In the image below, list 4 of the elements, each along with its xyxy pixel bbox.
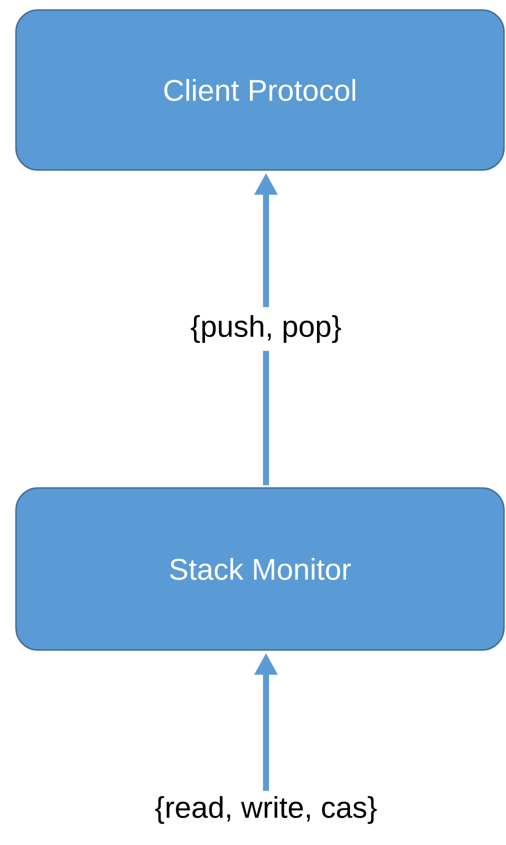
process-box: Stack Monitor xyxy=(15,487,505,651)
input-label: {read, write, cas} xyxy=(155,796,377,824)
process-box: Client Protocol xyxy=(15,9,505,171)
edge-label: {push, pop} xyxy=(182,307,350,351)
